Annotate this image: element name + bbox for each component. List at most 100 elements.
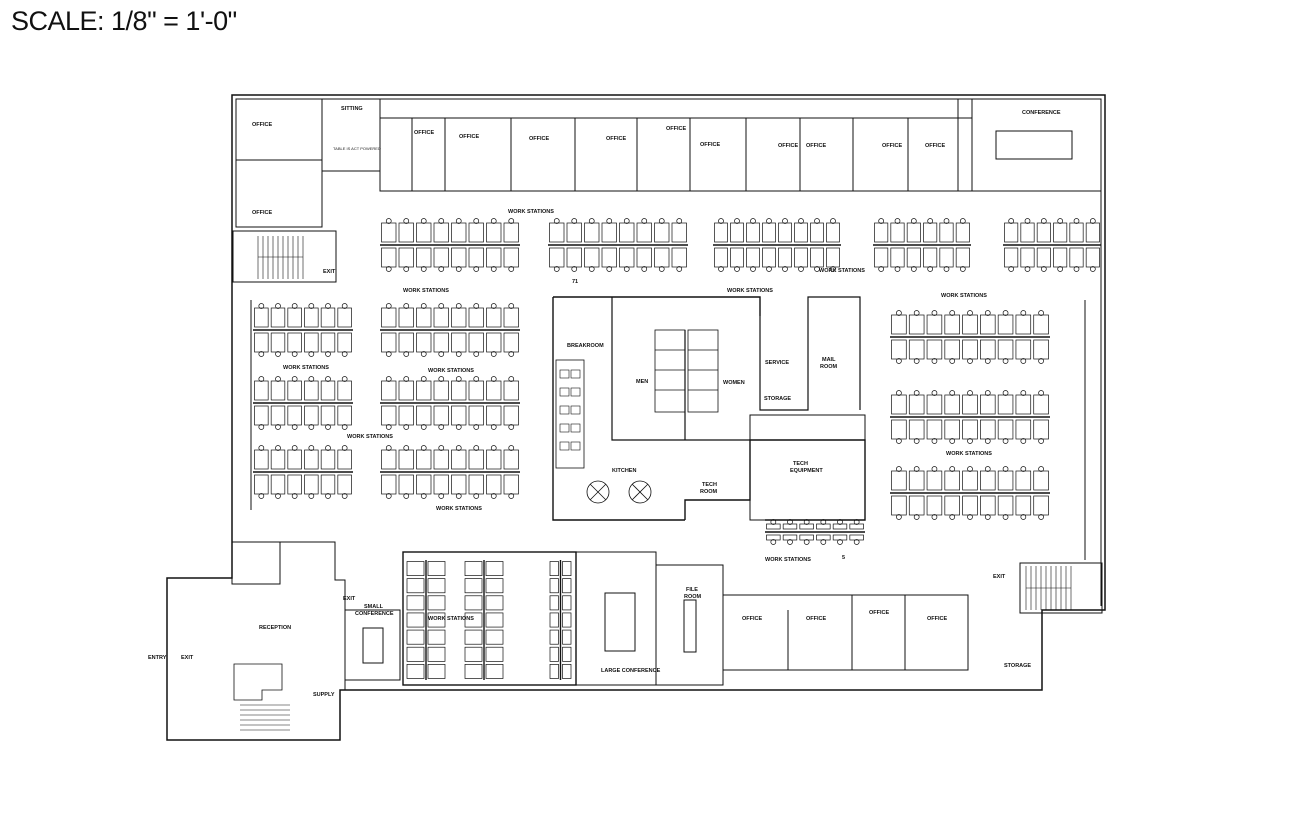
chair: [571, 266, 578, 272]
workstation-cluster: [406, 560, 446, 680]
chair: [931, 438, 938, 444]
desk: [254, 405, 269, 426]
desk: [944, 339, 960, 360]
chair: [787, 519, 793, 525]
desk: [320, 380, 336, 401]
chair: [438, 445, 445, 451]
chair: [420, 376, 427, 382]
desk: [1069, 247, 1084, 268]
workstation-cluster: [890, 390, 1050, 444]
chair: [490, 351, 497, 357]
desk: [287, 449, 302, 470]
desk: [849, 534, 864, 541]
desk: [337, 380, 352, 401]
desk: [304, 474, 319, 495]
chair: [967, 514, 973, 520]
chair: [490, 376, 497, 382]
chair: [490, 218, 497, 224]
desk: [406, 664, 425, 679]
chair: [896, 390, 902, 396]
label-ws-e: WORK STATIONS: [283, 365, 329, 371]
chair: [438, 303, 445, 309]
chair: [718, 266, 724, 272]
desk: [486, 332, 502, 353]
desk: [406, 612, 425, 628]
desk: [671, 247, 687, 268]
exterior-wall-inner: [236, 98, 1102, 606]
chair: [455, 493, 462, 499]
workstation-cluster: [380, 445, 520, 499]
chair: [1038, 390, 1044, 396]
label-ws-h: WORK STATIONS: [436, 506, 482, 512]
chair: [308, 445, 315, 451]
chair: [984, 466, 991, 472]
workstation-cluster: [380, 376, 520, 430]
chair: [943, 218, 950, 224]
desk: [406, 595, 425, 611]
label-exit-e: EXIT: [993, 574, 1006, 580]
label-table-note: TABLE IS ACT POWERED: [333, 146, 381, 151]
desk: [890, 247, 905, 268]
chair: [325, 376, 331, 382]
desk: [766, 523, 781, 530]
desk: [654, 222, 670, 243]
desk: [891, 419, 907, 440]
chair: [913, 514, 920, 520]
desk: [433, 405, 449, 426]
chair: [308, 493, 315, 499]
chair: [455, 376, 462, 382]
label-ws-g: WORK STATIONS: [347, 434, 393, 440]
desk: [485, 612, 504, 628]
chair: [420, 303, 427, 309]
workstation-cluster: [713, 218, 841, 272]
chair: [490, 266, 497, 272]
chair: [438, 493, 445, 499]
desk: [997, 314, 1014, 335]
desk: [416, 405, 432, 426]
label-exit-entry: EXIT: [181, 655, 194, 661]
desk: [997, 419, 1014, 440]
desk: [562, 595, 572, 611]
chair: [1073, 218, 1080, 224]
desk: [381, 405, 397, 426]
chair: [830, 218, 836, 224]
chair: [438, 218, 445, 224]
desk: [762, 222, 776, 243]
desk: [427, 561, 446, 576]
desk: [1033, 394, 1049, 415]
label-ws-top: WORK STATIONS: [508, 209, 554, 215]
desk: [566, 222, 582, 243]
workstation-cluster: [873, 218, 971, 272]
chair: [258, 493, 265, 499]
desk: [503, 474, 519, 495]
chair: [275, 351, 281, 357]
chair: [438, 266, 445, 272]
chair: [325, 424, 331, 430]
desk: [636, 247, 652, 268]
desk: [320, 449, 336, 470]
desk: [782, 523, 798, 530]
desk: [287, 380, 302, 401]
desk: [832, 534, 848, 541]
chair: [949, 514, 956, 520]
label-exit-nw: EXIT: [323, 269, 336, 275]
desk: [980, 339, 996, 360]
chair: [341, 303, 348, 309]
chair: [984, 358, 991, 364]
desk: [955, 247, 970, 268]
chair: [291, 424, 298, 430]
chair: [896, 466, 902, 472]
workstation-cluster: [253, 445, 353, 499]
chair: [1057, 266, 1064, 272]
desk: [908, 495, 925, 516]
chair: [1038, 514, 1044, 520]
chair: [291, 493, 298, 499]
desk: [398, 380, 414, 401]
desk: [832, 523, 848, 530]
chair: [967, 390, 973, 396]
desk: [381, 307, 397, 328]
desk: [427, 612, 446, 628]
workstation-cluster: [380, 218, 520, 272]
desk: [398, 307, 414, 328]
chair: [1020, 390, 1027, 396]
